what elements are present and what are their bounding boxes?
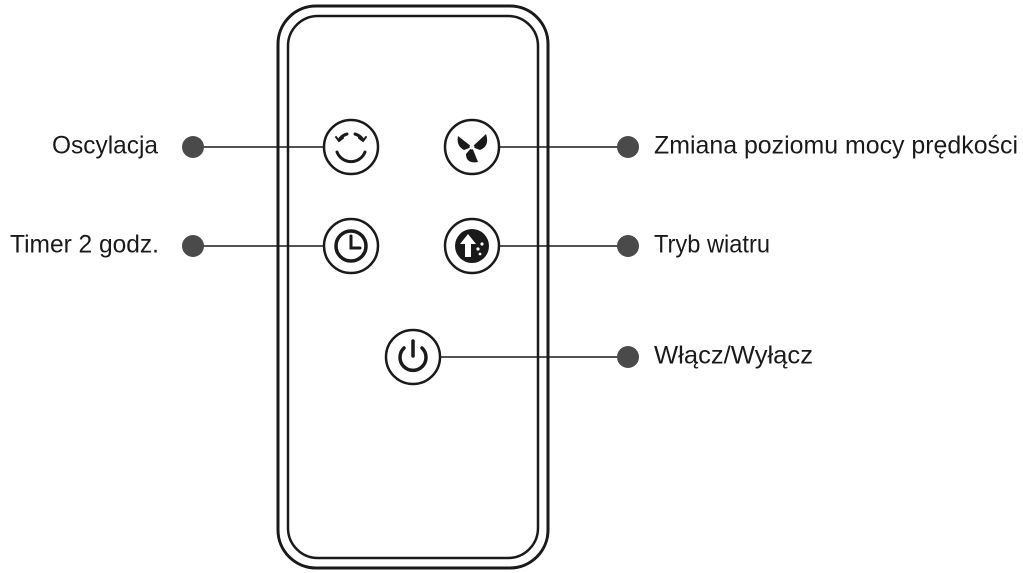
label-wind-mode: Tryb wiatru [654,231,770,259]
wind-mode-icon [455,229,489,263]
leader-dots [182,136,639,368]
fan-icon [457,134,488,163]
dot-timer [182,235,204,257]
timer-button[interactable] [322,217,380,275]
label-speed: Zmiana poziomu mocy prędkości [654,132,1018,160]
dot-power [617,346,639,368]
wind-mode-button[interactable] [443,217,501,275]
dot-speed [617,136,639,158]
speed-button[interactable] [443,118,501,176]
label-timer: Timer 2 godz. [10,231,159,259]
leader-lines [193,146,628,358]
remote-body [276,4,550,570]
power-button[interactable] [384,328,442,386]
oscillation-button[interactable] [322,118,380,176]
power-icon [398,339,428,373]
dot-wind-mode [617,235,639,257]
clock-icon [334,229,368,263]
dot-oscillation [182,136,204,158]
oscillation-icon [335,132,367,164]
label-power: Włącz/Wyłącz [654,342,813,370]
label-oscillation: Oscylacja [52,132,158,160]
